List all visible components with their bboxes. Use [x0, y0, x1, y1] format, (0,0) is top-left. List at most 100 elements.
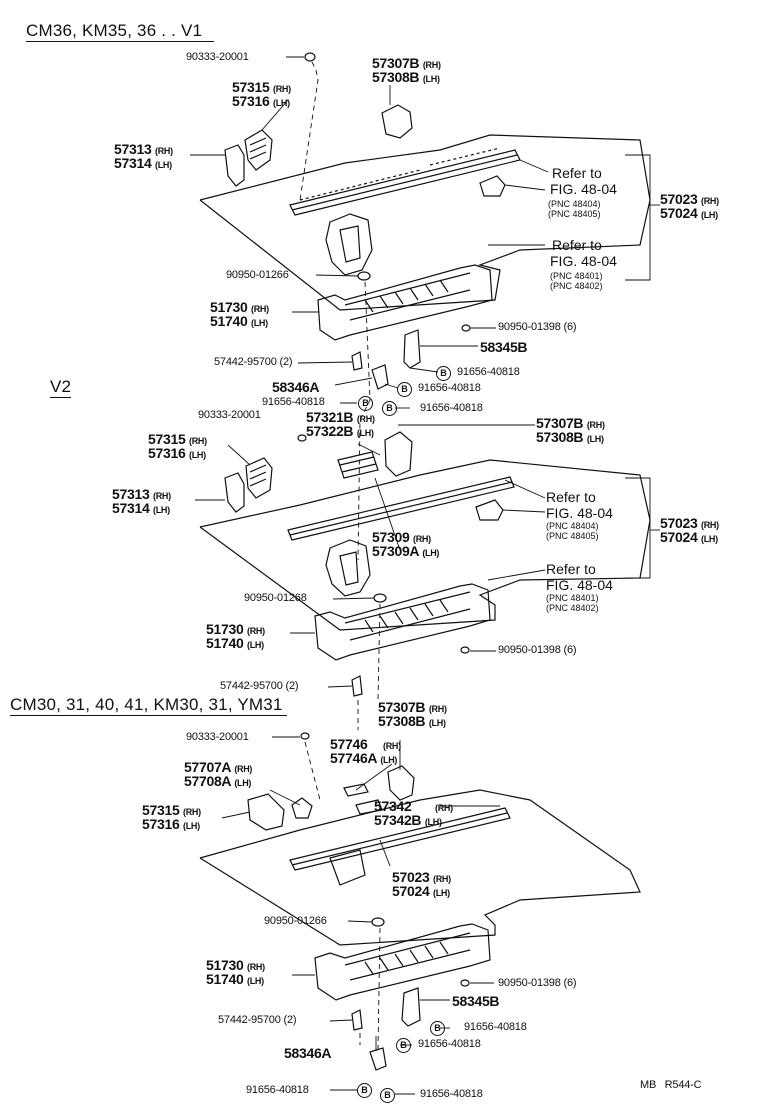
label-57442-95700-s3: 57442-95700 (2): [218, 1014, 297, 1026]
label-90333-20001-v2: 90333-20001: [198, 409, 261, 421]
bracket-57746: [343, 783, 369, 797]
step-inner-line-v2: [344, 591, 471, 641]
label-91656-40818-d: 91656-40818: [420, 402, 483, 414]
bolt-b-symbol: B: [357, 1083, 372, 1098]
side-member-rail-detail: [299, 147, 501, 201]
mud-guard-57315-s3: [247, 793, 285, 831]
refer-fig-d: FIG. 48-04: [546, 577, 613, 593]
splash-shield-v2: [325, 539, 371, 597]
label-57309: 57309 (RH): [372, 529, 431, 545]
refer-to-a: Refer to: [552, 165, 602, 181]
label-58345b-s3: 58345B: [452, 993, 500, 1009]
bracket-58345b-s3: [401, 987, 421, 1027]
label-91656-40818-g: 91656-40818: [246, 1084, 309, 1096]
label-91656-40818-h: 91656-40818: [420, 1088, 483, 1100]
mud-guard-ribs: [249, 137, 267, 160]
clip-part-v2: [475, 499, 504, 521]
seal-57313: [224, 144, 245, 187]
label-51730-s3: 51730 (RH): [206, 957, 265, 973]
label-57023-s3: 57023 (RH): [392, 869, 451, 885]
label-57707a: 57707A (RH): [184, 759, 253, 775]
step-ribs-s3: [364, 941, 449, 975]
label-57315-v2: 57315 (RH): [148, 431, 207, 447]
refer-pnc-b1: (PNC 48401): [550, 271, 603, 281]
label-57308b: 57308B (LH): [372, 69, 440, 85]
label-57316-s3: 57316 (LH): [142, 816, 200, 832]
bracket-57342: [355, 799, 383, 815]
bracket-58346a-s3: [369, 1047, 387, 1071]
bolt-b-symbol: B: [358, 396, 373, 411]
bolt-b-symbol: B: [382, 401, 397, 416]
bracket-58346a: [371, 364, 389, 390]
seal-57313-v2: [224, 472, 245, 513]
label-51740: 51740 (LH): [210, 313, 268, 329]
label-57313-v2: 57313 (RH): [112, 486, 171, 502]
section-header-s3: CM30, 31, 40, 41, KM30, 31, YM31: [10, 696, 287, 716]
label-90333-20001-s3: 90333-20001: [186, 731, 249, 743]
label-58346a: 58346A: [272, 379, 320, 395]
mud-guard-57315-v2: [245, 457, 273, 499]
label-90950-01266: 90950-01266: [226, 269, 289, 281]
label-90950-01268: 90950-01268: [244, 592, 307, 604]
step-51730: [317, 264, 493, 341]
label-57307b: 57307B (RH): [372, 55, 441, 71]
bolt-b-symbol: B: [397, 382, 412, 397]
bolt-90950-01398-v2: [460, 646, 470, 654]
label-51740-s3: 51740 (LH): [206, 971, 264, 987]
step-inner-line: [344, 272, 471, 321]
nut-90333-20001: [304, 52, 316, 62]
label-58345b: 58345B: [480, 339, 528, 355]
label-57308b-v2: 57308B (LH): [536, 429, 604, 445]
nut-90333-20001-s3: [300, 732, 310, 740]
step-ribs-v2: [364, 599, 449, 633]
label-90333-20001: 90333-20001: [186, 51, 249, 63]
label-57024-s3: 57024 (LH): [392, 883, 450, 899]
label-91656-40818-f: 91656-40818: [418, 1038, 481, 1050]
bracket-57307b-s3: [387, 765, 415, 801]
clip-57707a: [291, 797, 313, 819]
label-57024-v2: 57024 (LH): [660, 529, 718, 545]
label-57746a: 57746A (LH): [330, 750, 398, 766]
refer-pnc-a2: (PNC 48405): [548, 209, 601, 219]
section-header-v1: CM36, KM35, 36 . . V1: [26, 22, 215, 42]
label-57315: 57315 (RH): [232, 79, 291, 95]
step-inner-line-s3: [344, 932, 471, 981]
splash-shield: [325, 213, 373, 276]
step-51730-v2: [314, 583, 491, 661]
bracket-57307b: [381, 104, 413, 139]
bolt-b-symbol: B: [396, 1038, 411, 1053]
floor-bracket-s3: [329, 849, 366, 886]
side-member-rail-s3: [289, 807, 511, 871]
refer-pnc-b2: (PNC 48402): [550, 281, 603, 291]
leader-lines: [190, 56, 660, 1095]
bolt-b-symbol: B: [380, 1088, 395, 1103]
label-57308b-s3: 57308B (LH): [378, 713, 446, 729]
label-91656-40818-a: 91656-40818: [457, 366, 520, 378]
label-91656-40818-b: 91656-40818: [418, 382, 481, 394]
label-57315-s3: 57315 (RH): [142, 802, 201, 818]
grommet-90950-01268: [373, 593, 387, 603]
label-90950-01398: 90950-01398 (6): [498, 321, 577, 333]
step-ribs: [364, 279, 449, 313]
label-57316: 57316 (LH): [232, 93, 290, 109]
splash-shield-inner-v2: [339, 551, 359, 586]
label-57313: 57313 (RH): [114, 141, 173, 157]
bracket-58345b: [403, 329, 421, 369]
clip-part: [479, 175, 506, 197]
bolt-b-symbol: B: [430, 1021, 445, 1036]
label-57024: 57024 (LH): [660, 205, 718, 221]
refer-pnc-c2: (PNC 48405): [546, 531, 599, 541]
label-57442-95700-v2: 57442-95700 (2): [220, 680, 299, 692]
refer-fig-c: FIG. 48-04: [546, 505, 613, 521]
label-91656-40818-e: 91656-40818: [464, 1021, 527, 1033]
mud-guard-57315: [244, 129, 273, 171]
grommet-90950-01266-s3: [371, 917, 385, 927]
bracket-57307b-v2: [384, 431, 413, 477]
label-57023: 57023 (RH): [660, 191, 719, 207]
bolt-b-symbol: B: [436, 366, 451, 381]
label-91656-40818-c: 91656-40818: [262, 396, 325, 408]
label-90950-01398-s3: 90950-01398 (6): [498, 977, 577, 989]
label-57321b: 57321B (RH): [306, 409, 375, 425]
refer-to-c: Refer to: [546, 489, 596, 505]
